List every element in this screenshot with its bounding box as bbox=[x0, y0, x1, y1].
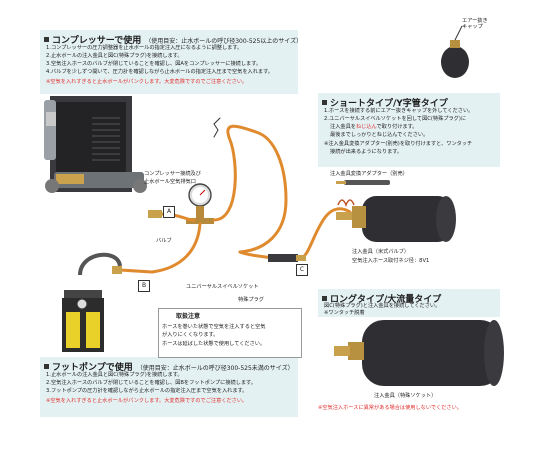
tag-c: C bbox=[296, 264, 308, 276]
foot-pump-warning: ※空気を入れすぎると止水ボールがパンクします。大変危険ですのでご注意ください。 bbox=[46, 398, 248, 404]
caution-line-1: ホースを巻いた状態で空気を注入すると空気 bbox=[162, 324, 266, 330]
long-type-title: ロングタイプ/大流量タイプ bbox=[322, 292, 441, 305]
short-thread-label: 空気注入ホース取付ネジ径：8V1 bbox=[352, 258, 430, 264]
hose-warning: ※空気注入ホースに異常がある場合は使用しないでください。 bbox=[318, 405, 462, 411]
gauge-label-2: 止水ボール空気排気口 bbox=[144, 179, 196, 185]
short-type-ball-cap bbox=[441, 25, 469, 78]
short-fitting-label: 注入金具（米式バルブ） bbox=[352, 249, 410, 255]
coupler-a bbox=[148, 210, 162, 218]
foot-pump-step-2: 2.空気注入ホースのバルブが閉じていることを確認し、図Bをフットポンプに接続しま… bbox=[46, 380, 256, 386]
tag-a: A bbox=[163, 206, 175, 218]
foot-pump-title: フットポンプで使用（使用目安：止水ボールの呼び径300-525未満のサイズ） bbox=[44, 360, 294, 373]
foot-pump-step-3: 3.フットポンプの圧力計を確認しながら止水ボールの指定注入圧まで空気を入れます。 bbox=[46, 388, 248, 394]
long-type-note: ※ワンタッチ脱着 bbox=[324, 310, 365, 316]
short-type-step-2c: 最後までしっかりとねじ込んでください。 bbox=[330, 132, 429, 138]
plug-label: 特殊プラグ bbox=[238, 297, 264, 303]
long-type-step-1: 図C(特殊プラグ)と注入金具を接続してください。 bbox=[324, 303, 441, 309]
caution-line-2: が入りにくくなります。 bbox=[162, 332, 219, 338]
gauge-label-1: コンプレッサー接続及び bbox=[144, 171, 201, 177]
tag-b: B bbox=[138, 280, 150, 292]
short-type-step-1: 1.ホースを接続する前にエアー抜きキャップを外してください。 bbox=[324, 108, 474, 114]
short-type-step-2: 2.ユニバーサルスイベルソケットを回して図C(特殊プラグ)に bbox=[324, 116, 467, 122]
foot-pump-illustration bbox=[62, 252, 122, 352]
compressor-step-1: 1.コンプレッサーの圧力調整器を止水ボールの指定注入圧になるように調整します。 bbox=[46, 45, 243, 51]
swivel-label: ユニバーサルスイベルソケット bbox=[186, 284, 259, 290]
air-cap-label: エアー抜き キャップ bbox=[462, 18, 488, 30]
short-type-step-2b: 注入金具をねじ込んで取り付けます。 bbox=[330, 124, 418, 130]
foot-pump-panel bbox=[40, 357, 298, 417]
compressor-step-4: 4.バルブを少しずつ開いて、圧力計を確認しながら止水ボールの指定注入圧まで空気を… bbox=[46, 69, 273, 75]
coupler-b bbox=[112, 266, 122, 274]
short-type-ball bbox=[336, 196, 456, 242]
caution-box bbox=[158, 308, 302, 358]
adapter-label: 注入金具変換アダプター（別売） bbox=[330, 171, 408, 177]
caution-line-3: ホースは延ばした状態で使用してください。 bbox=[162, 341, 266, 347]
compressor-title: コンプレッサーで使用（使用目安：止水ボールの呼び径300-525以上のサイズ） bbox=[44, 33, 302, 46]
compressor-step-2: 2.止水ボールの注入金具と図C(特殊プラグ)を接続します。 bbox=[46, 53, 183, 59]
short-type-note-1: ※注入金具変換アダプター(別売)を取り付けますと、ワンタッチ bbox=[324, 141, 473, 147]
caution-title: 取扱注意 bbox=[176, 313, 201, 320]
short-type-panel bbox=[318, 93, 500, 167]
short-type-note-2: 接続が出来るようになります。 bbox=[330, 149, 403, 155]
compressor-warning: ※空気を入れすぎると止水ボールがパンクします。大変危険ですのでご注意ください。 bbox=[46, 79, 248, 85]
short-type-title: ショートタイプ/Y字管タイプ bbox=[322, 96, 448, 109]
foot-pump-step-1: 1.止水ボールの注入金具と図C(特殊プラグ)を接続します。 bbox=[46, 372, 183, 378]
long-type-panel bbox=[318, 289, 500, 317]
pressure-gauge bbox=[186, 183, 214, 224]
adapter-illustration bbox=[336, 180, 390, 185]
compressor-panel bbox=[40, 30, 298, 94]
compressor-illustration bbox=[44, 96, 147, 193]
valve-label: バルブ bbox=[156, 238, 172, 244]
long-type-ball bbox=[334, 320, 504, 386]
long-fitting-label: 注入金具（特殊ソケット） bbox=[374, 393, 437, 399]
compressor-step-3: 3.空気注入ホースのバルブが閉じていることを確認し、図Aをコンプレッサーに接続し… bbox=[46, 61, 262, 67]
swivel-socket bbox=[268, 254, 298, 262]
